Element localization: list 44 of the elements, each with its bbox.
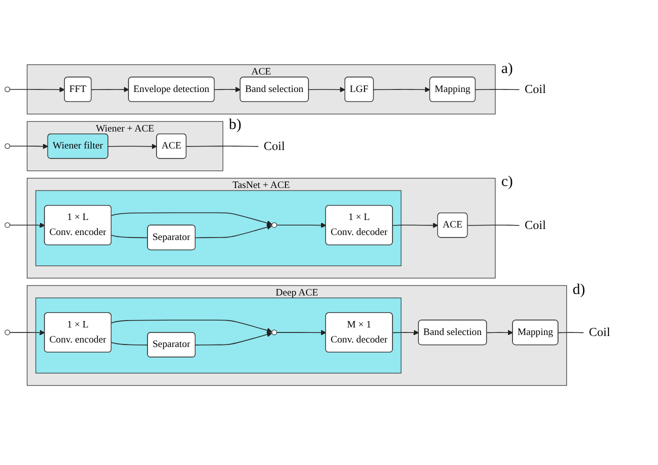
arrow: [373, 86, 430, 92]
cluster: [26, 64, 496, 114]
connector: [111, 342, 148, 346]
arrow: [108, 144, 158, 150]
node-text: Coil: [524, 82, 546, 96]
arrow: [308, 86, 346, 92]
cluster: [26, 285, 567, 386]
node-circle: [272, 330, 278, 336]
arrow: [392, 222, 438, 228]
arrow: [392, 330, 419, 336]
arrow: [9, 222, 45, 228]
cluster: [26, 121, 224, 172]
connector: [475, 89, 520, 90]
arrow: [195, 332, 272, 346]
arrow: [111, 320, 272, 333]
connector: [186, 146, 260, 147]
arrow: [214, 86, 241, 92]
arrow: [195, 224, 272, 238]
node-text: Coil: [524, 218, 546, 232]
connector: [558, 332, 585, 334]
node-text: Coil: [588, 326, 610, 340]
arrow: [486, 330, 514, 336]
panel-label: b): [228, 117, 242, 134]
node-circle: [4, 86, 10, 92]
cluster: [35, 190, 402, 266]
node-circle: [4, 222, 10, 228]
panel-label: d): [572, 282, 586, 299]
arrow: [9, 144, 48, 150]
arrow: [276, 222, 326, 228]
arrow: [9, 86, 65, 92]
panel-label: c): [501, 174, 513, 192]
connector: [111, 234, 148, 238]
arrow: [111, 212, 272, 226]
node-circle: [272, 222, 278, 228]
arrow: [9, 330, 45, 336]
node-circle: [4, 330, 10, 336]
arrow: [276, 330, 326, 336]
arrow: [91, 86, 130, 92]
panel-label: a): [501, 60, 513, 78]
connector: [467, 224, 520, 226]
cluster: [35, 298, 402, 374]
cluster: [26, 178, 496, 278]
node-text: Coil: [264, 139, 285, 153]
node-circle: [4, 143, 10, 149]
